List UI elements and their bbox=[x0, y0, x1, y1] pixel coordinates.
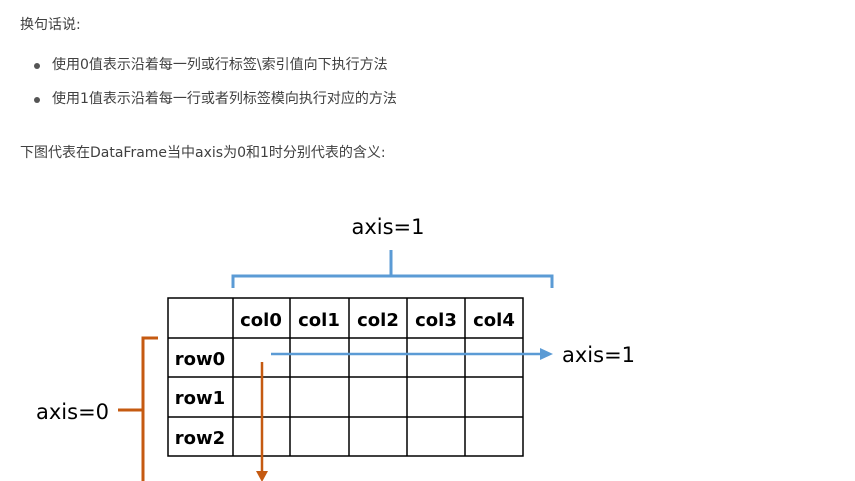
right-axis-label: axis=1 bbox=[562, 343, 635, 367]
top-brace bbox=[231, 250, 554, 288]
column-header-col0: col0 bbox=[240, 310, 282, 331]
table-grid bbox=[167, 297, 524, 457]
bullet-item-axis1: 使用1值表示沿着每一行或者列标签模向执行对应的方法 bbox=[34, 82, 397, 116]
bullet-item-axis0: 使用0值表示沿着每一列或行标签\索引值向下执行方法 bbox=[34, 48, 397, 82]
axis1-arrow bbox=[271, 348, 553, 360]
intro-text: 换句话说: bbox=[20, 17, 81, 33]
column-header-col1: col1 bbox=[298, 310, 340, 331]
diagram-caption: 下图代表在DataFrame当中axis为0和1时分别代表的含义: bbox=[20, 145, 386, 161]
row-header-row2: row2 bbox=[175, 428, 225, 449]
column-header-col3: col3 bbox=[415, 310, 457, 331]
axis-diagram: axis=1 col0 col1 col2 col3 col4 row0 row… bbox=[36, 215, 635, 481]
column-header-col2: col2 bbox=[357, 310, 399, 331]
left-bracket bbox=[141, 336, 158, 481]
left-axis-label: axis=0 bbox=[36, 400, 109, 424]
column-header-col4: col4 bbox=[473, 310, 515, 331]
row-header-row0: row0 bbox=[175, 349, 225, 370]
top-axis-label: axis=1 bbox=[351, 215, 424, 239]
axis0-arrow bbox=[256, 362, 268, 481]
row-header-row1: row1 bbox=[175, 388, 225, 409]
bullet-list: 使用0值表示沿着每一列或行标签\索引值向下执行方法 使用1值表示沿着每一行或者列… bbox=[34, 48, 397, 116]
